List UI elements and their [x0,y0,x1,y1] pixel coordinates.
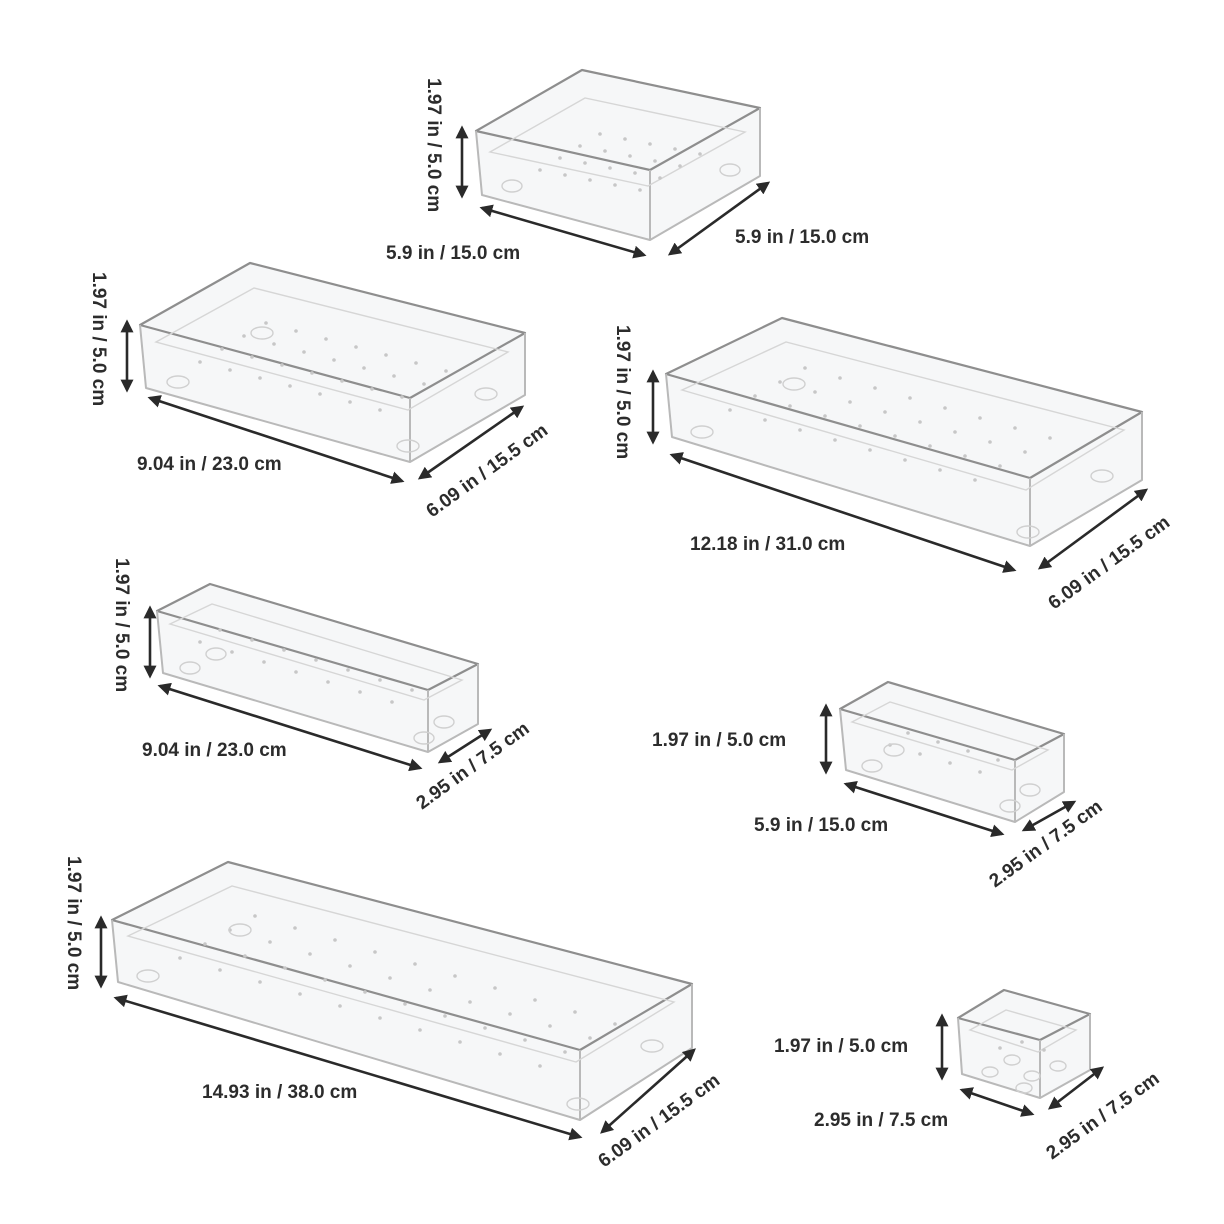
tray-15x7: 1.97 in / 5.0 cm 5.9 in / 15.0 cm 2.95 i… [652,680,1106,892]
height-label: 1.97 in / 5.0 cm [774,1036,908,1057]
width-arrow [1021,800,1077,832]
height-label: 1.97 in / 5.0 cm [652,730,786,751]
length-arrow [669,452,1017,573]
height-label: 1.97 in / 5.0 cm [612,325,633,459]
length-arrow [147,395,405,484]
length-label: 5.9 in / 15.0 cm [754,815,888,836]
tray-7x7: 1.97 in / 5.0 cm 2.95 in / 7.5 cm 2.95 i… [774,988,1163,1164]
width-arrow [667,181,771,256]
tray-illustration [155,582,480,753]
length-arrow [157,682,423,772]
length-label: 9.04 in / 23.0 cm [142,740,287,761]
length-label: 5.9 in / 15.0 cm [386,243,520,264]
width-label: 6.09 in / 15.5 cm [1045,512,1174,614]
tray-perforation-pattern [538,132,702,192]
tray-perforation-pattern [888,731,1000,774]
length-label: 2.95 in / 7.5 cm [814,1110,948,1131]
tray-square-15x15: 1.97 in / 5.0 cm 5.9 in / 15.0 cm 5.9 in… [386,68,869,264]
height-label: 1.97 in / 5.0 cm [63,856,84,990]
tray-illustration [956,988,1092,1099]
length-arrow [113,994,583,1141]
tray-illustration [110,860,694,1121]
length-arrow [479,204,647,259]
tray-38x15: 1.97 in / 5.0 cm 14.93 in / 38.0 cm 6.09… [63,856,724,1172]
height-label: 1.97 in / 5.0 cm [423,78,444,212]
tray-23x7: 1.97 in / 5.0 cm 9.04 in / 23.0 cm 2.95 … [111,558,533,814]
tray-23x15: 1.97 in / 5.0 cm 9.04 in / 23.0 cm 6.09 … [88,261,552,522]
tray-illustration [474,68,762,241]
height-label: 1.97 in / 5.0 cm [111,558,132,692]
tray-31x15: 1.97 in / 5.0 cm 12.18 in / 31.0 cm 6.09… [612,316,1174,614]
height-label: 1.97 in / 5.0 cm [88,272,109,406]
length-label: 14.93 in / 38.0 cm [202,1082,357,1103]
length-label: 9.04 in / 23.0 cm [137,454,282,475]
width-arrow [437,728,493,764]
width-arrow [600,1048,696,1134]
length-arrow [843,780,1005,838]
length-arrow [959,1087,1035,1117]
width-arrow [1047,1066,1105,1110]
width-arrow [1037,488,1149,570]
tray-illustration [838,680,1066,823]
tray-illustration [138,261,527,463]
width-label: 5.9 in / 15.0 cm [735,227,869,248]
width-arrow [417,405,525,480]
length-label: 12.18 in / 31.0 cm [690,534,845,555]
tray-illustration [664,316,1144,547]
